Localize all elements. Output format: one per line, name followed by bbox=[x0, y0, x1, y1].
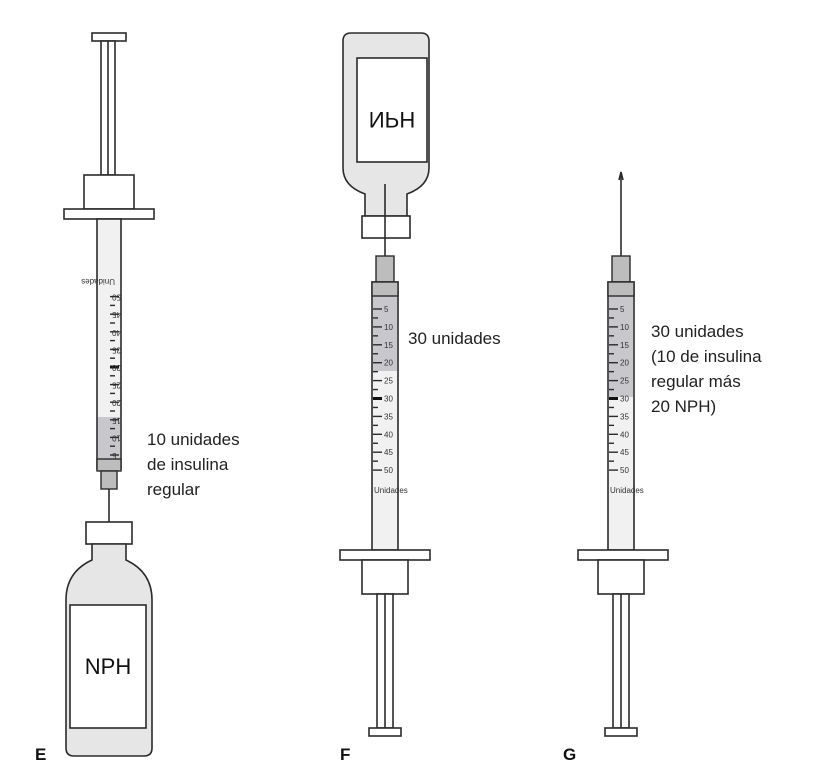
scale-number: 35 bbox=[111, 345, 120, 354]
scale-number: 40 bbox=[111, 328, 120, 337]
panel-letter-f: F bbox=[340, 745, 350, 764]
scale-number: 15 bbox=[620, 341, 629, 350]
scale-number: 45 bbox=[111, 310, 120, 319]
scale-number: 50 bbox=[111, 293, 120, 302]
scale-number: 25 bbox=[620, 377, 629, 386]
scale-number: 50 bbox=[384, 466, 393, 475]
scale-number: 30 bbox=[384, 395, 393, 404]
vial-label: NPH bbox=[85, 654, 131, 679]
scale-number: 10 bbox=[111, 433, 120, 442]
scale-unit-label: Unidades bbox=[81, 277, 115, 286]
scale-number: 5 bbox=[111, 451, 116, 460]
scale-number: 20 bbox=[384, 359, 393, 368]
caption-f: 30 unidades bbox=[408, 329, 501, 348]
syringe-flange bbox=[577, 549, 669, 561]
scale-number: 10 bbox=[384, 323, 393, 332]
caption-e: 10 unidades de insulina regular bbox=[147, 430, 244, 499]
vial-label: NPH bbox=[369, 107, 415, 132]
syringe-icon: 5 10 15 20 25 30 35 40 45 50 Unidades bbox=[371, 281, 408, 551]
syringe-collar bbox=[361, 559, 409, 595]
panel-letter-e: E bbox=[35, 745, 46, 764]
plunger-icon bbox=[604, 593, 638, 737]
scale-number: 40 bbox=[620, 430, 629, 439]
syringe-collar bbox=[83, 174, 135, 210]
scale-number: 15 bbox=[111, 416, 120, 425]
scale-number: 25 bbox=[111, 381, 120, 390]
scale-number: 45 bbox=[620, 448, 629, 457]
scale-number: 35 bbox=[384, 412, 393, 421]
panel-letter-g: G bbox=[563, 745, 576, 764]
plunger-icon bbox=[91, 32, 127, 176]
insulin-vial-icon: NPH bbox=[65, 521, 153, 757]
syringe-icon: 5 10 15 20 25 30 35 40 45 50 Unidades bbox=[607, 281, 644, 551]
panel-f: NPH 5 10 15 20 25 30 35 40 45 50 Unidades 30 unid… bbox=[339, 32, 501, 764]
scale-number: 5 bbox=[384, 305, 389, 314]
scale-number: 35 bbox=[620, 412, 629, 421]
scale-number: 10 bbox=[620, 323, 629, 332]
panel-g: 5 10 15 20 25 30 35 40 45 50 Unidades 30 unidades… bbox=[563, 171, 766, 764]
panel-e: Unidades 5 10 15 20 25 30 35 40 45 50 NPH 10 unid… bbox=[35, 32, 244, 764]
plunger-icon bbox=[368, 593, 402, 737]
scale-number: 40 bbox=[384, 430, 393, 439]
scale-number: 30 bbox=[111, 363, 120, 372]
scale-unit-label: Unidades bbox=[374, 486, 408, 495]
syringe-icon: Unidades 5 10 15 20 25 30 35 40 45 50 bbox=[81, 218, 122, 585]
scale-number: 15 bbox=[384, 341, 393, 350]
scale-unit-label: Unidades bbox=[610, 486, 644, 495]
syringe-flange bbox=[63, 208, 155, 220]
scale-number: 50 bbox=[620, 466, 629, 475]
caption-g: 30 unidades (10 de insulina regular más … bbox=[651, 322, 766, 416]
insulin-vial-icon: NPH bbox=[342, 32, 430, 239]
scale-number: 20 bbox=[111, 398, 120, 407]
scale-number: 30 bbox=[620, 395, 629, 404]
scale-number: 20 bbox=[620, 359, 629, 368]
scale-number: 45 bbox=[384, 448, 393, 457]
syringe-collar bbox=[597, 559, 645, 595]
scale-number: 25 bbox=[384, 377, 393, 386]
scale-number: 5 bbox=[620, 305, 625, 314]
syringe-flange bbox=[339, 549, 431, 561]
